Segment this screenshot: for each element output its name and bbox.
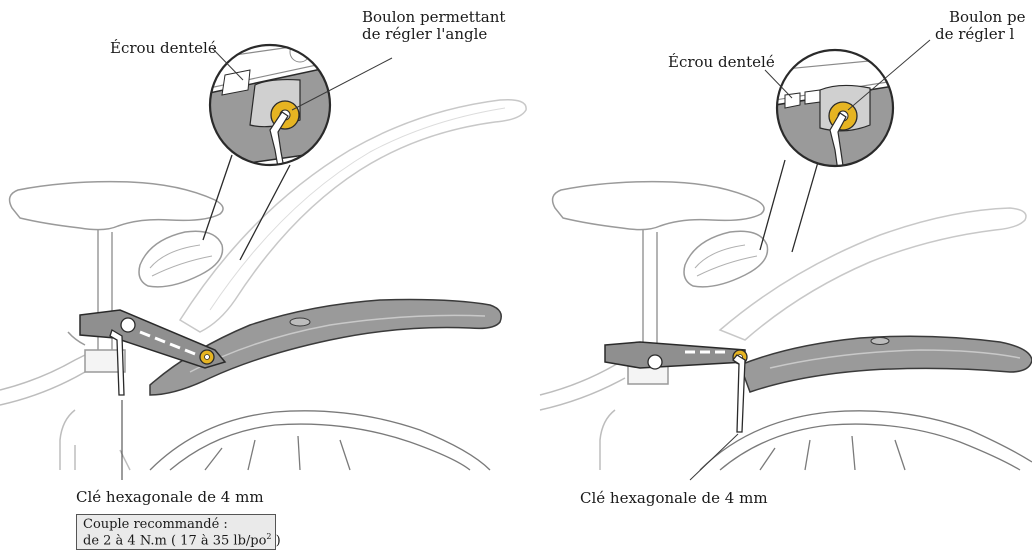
- left-wheel: [150, 411, 490, 470]
- right-hex-key-label: Clé hexagonale de 4 mm: [580, 489, 768, 507]
- torque-spec-line2: de 2 à 4 N.m ( 17 à 35 lb/po2 ): [83, 532, 281, 548]
- left-seatpost: [68, 230, 125, 372]
- left-illustration: [0, 40, 526, 480]
- right-bracket: [605, 342, 745, 369]
- left-saddle: [10, 182, 223, 230]
- left-adjust-bolt: [200, 350, 214, 364]
- left-hex-key-label: Clé hexagonale de 4 mm: [76, 488, 264, 506]
- right-fender: [740, 336, 1032, 392]
- right-zoom-detail: [775, 50, 900, 200]
- left-zoom-detail: [200, 40, 340, 190]
- torque-spec-value: de 2 à 4 N.m ( 17 à 35 lb/po: [83, 533, 266, 548]
- left-angle-bolt-label-line1: Boulon permettant: [362, 8, 505, 26]
- torque-spec-box: Couple recommandé : de 2 à 4 N.m ( 17 à …: [76, 514, 276, 550]
- right-saddlebag: [684, 231, 768, 287]
- right-wheel: [700, 411, 1032, 470]
- right-frame: [540, 352, 640, 470]
- right-saddle: [553, 182, 764, 230]
- right-hex-key: [733, 355, 745, 432]
- right-angle-bolt-label-line2: de régler l: [935, 25, 1014, 43]
- torque-spec-close: ): [272, 533, 281, 548]
- right-angle-bolt-label-line1: Boulon pe: [949, 8, 1025, 26]
- right-illustration: [540, 40, 1032, 480]
- right-serrated-nut-label: Écrou dentelé: [668, 53, 775, 71]
- left-angle-bolt-label-line2: de régler l'angle: [362, 25, 487, 43]
- left-serrated-nut-label: Écrou dentelé: [110, 39, 217, 57]
- torque-spec-line1: Couple recommandé :: [83, 517, 228, 532]
